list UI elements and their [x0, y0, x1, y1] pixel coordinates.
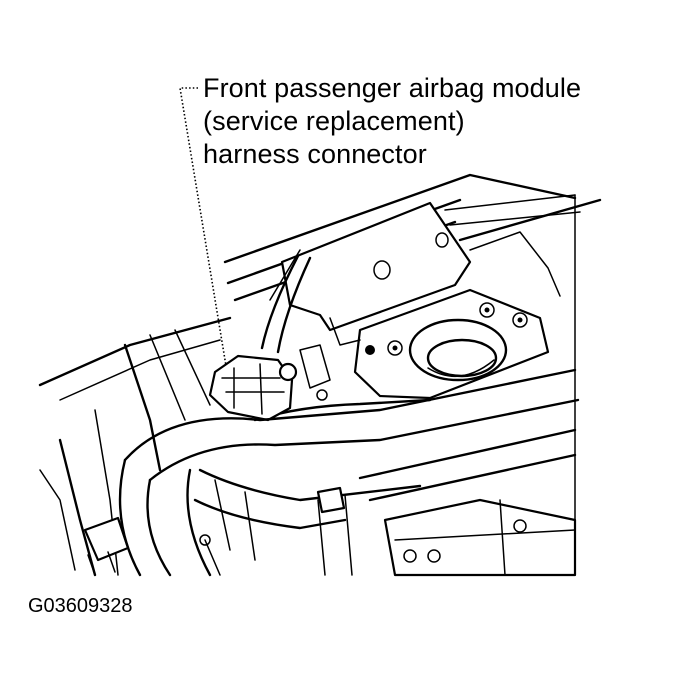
misc-details [199, 194, 576, 576]
harness-connector [208, 354, 298, 422]
callout-label: Front passenger airbag module (service r… [203, 72, 581, 171]
mounting-bracket [280, 201, 472, 332]
left-dashboard-structure [38, 316, 232, 577]
right-lower-panel [358, 428, 577, 577]
callout-line-3: harness connector [203, 139, 427, 169]
cross-car-tube [118, 368, 580, 577]
round-mount [353, 288, 550, 400]
callout-line-1: Front passenger airbag module [203, 73, 582, 103]
figure-id: G03609328 [28, 595, 133, 617]
callout-line-2: (service replacement) [203, 106, 465, 136]
lower-duct [186, 468, 422, 577]
